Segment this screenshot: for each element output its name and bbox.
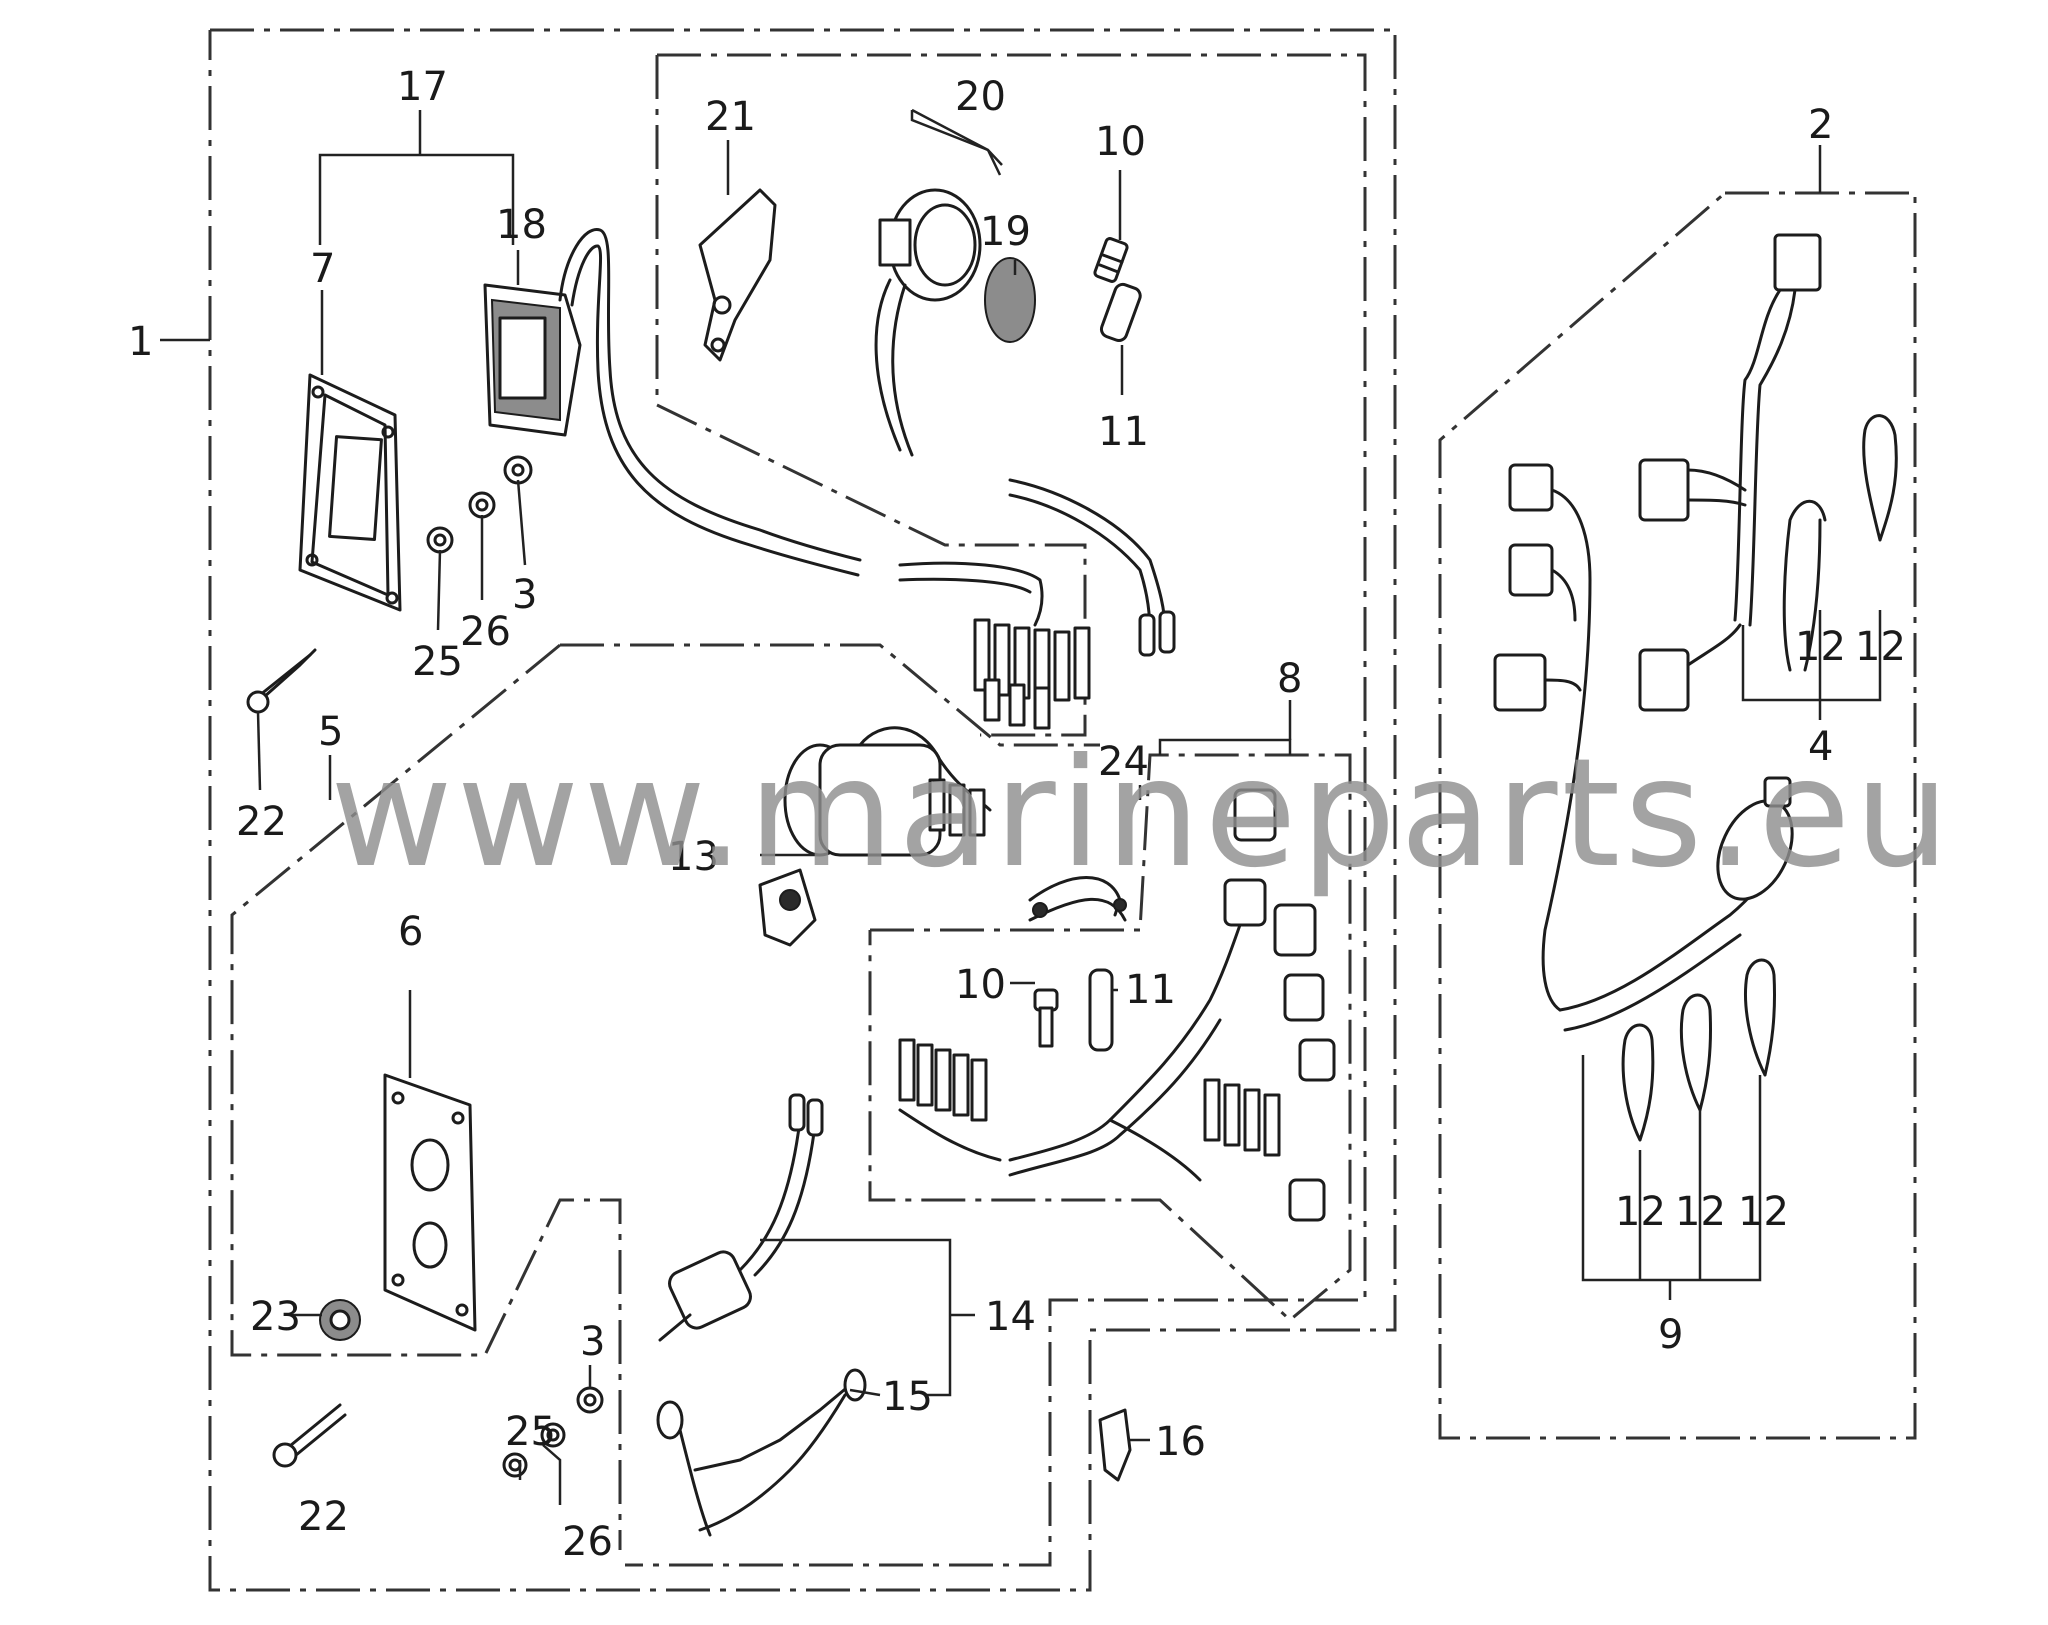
ignition-switch-13 [758, 726, 992, 947]
label-25-bottom: 25 [505, 1409, 556, 1455]
lens-19 [984, 257, 1036, 343]
label-10-mid: 10 [955, 962, 1006, 1008]
label-5: 5 [318, 709, 343, 755]
plate-6 [383, 1073, 477, 1332]
frame-switch-box [655, 55, 1087, 737]
wire-bundle-17 [898, 478, 1176, 730]
frame-subassembly-5 [560, 643, 1100, 747]
label-24: 24 [1098, 739, 1149, 785]
sleeve-11-mid [1088, 968, 1114, 1052]
screw-22-bottom [272, 1403, 347, 1468]
nuts-lower [502, 1386, 604, 1478]
label-12-b: 12 [1855, 624, 1906, 670]
bolt-10-mid [1033, 988, 1059, 1048]
label-23: 23 [250, 1294, 301, 1340]
frame-subassembly-17 [625, 53, 1367, 1567]
frame-plate-6 [230, 643, 622, 1550]
lanyard-15 [656, 1368, 867, 1537]
harness-9 [1493, 463, 1794, 1032]
label-8: 8 [1277, 656, 1302, 702]
frame-assembly-2 [1438, 191, 1917, 1440]
clamp-24 [1028, 876, 1127, 922]
label-22-bottom: 22 [298, 1494, 349, 1540]
label-7: 7 [310, 246, 335, 292]
harness-4 [1638, 233, 1822, 712]
label-12-d: 12 [1675, 1189, 1726, 1235]
part-drawings [246, 188, 1898, 1537]
label-26-bottom: 26 [562, 1519, 613, 1565]
label-11-mid: 11 [1125, 967, 1176, 1013]
label-12-c: 12 [1615, 1189, 1666, 1235]
connector-harness-8 [898, 788, 1336, 1222]
switch-18 [483, 228, 862, 577]
part-labels: 1 17 18 7 21 20 19 10 11 3 26 25 5 22 8 … [128, 64, 1906, 1565]
label-18: 18 [496, 202, 547, 248]
meter-20 [874, 188, 1036, 457]
watermark: www.marineparts.eu [330, 727, 1954, 901]
clip-16 [1098, 1408, 1132, 1482]
bracket-21 [698, 188, 777, 362]
label-26-top: 26 [460, 609, 511, 655]
label-3-bottom: 3 [580, 1319, 605, 1365]
gasket-plate-7 [298, 373, 402, 612]
label-20: 20 [955, 74, 1006, 120]
label-13: 13 [668, 834, 719, 880]
nuts-upper [426, 455, 533, 554]
sensor-14 [658, 1093, 824, 1342]
label-11-top: 11 [1098, 409, 1149, 455]
nut-23 [319, 1299, 361, 1341]
clips-12 [1621, 414, 1898, 1142]
frames [208, 28, 1917, 1592]
screw-22-top [246, 648, 317, 714]
label-17: 17 [397, 64, 448, 110]
label-9: 9 [1658, 1312, 1683, 1358]
label-12-e: 12 [1738, 1189, 1789, 1235]
label-1: 1 [128, 319, 153, 365]
label-3-top: 3 [512, 572, 537, 618]
label-4: 4 [1808, 724, 1833, 770]
label-2: 2 [1808, 102, 1833, 148]
frame-connector-8 [868, 753, 1352, 1322]
label-14: 14 [985, 1294, 1036, 1340]
sleeve-11-top [1099, 282, 1142, 343]
label-22-top: 22 [236, 799, 287, 845]
frame-assembly-1 [208, 28, 1397, 1592]
label-12-a: 12 [1795, 624, 1846, 670]
leader-lines [160, 108, 1882, 1505]
label-10-top: 10 [1095, 119, 1146, 165]
label-21: 21 [705, 94, 756, 140]
label-15: 15 [882, 1374, 933, 1420]
label-6: 6 [398, 909, 423, 955]
label-16: 16 [1155, 1419, 1206, 1465]
label-19: 19 [980, 209, 1031, 255]
bolt-10-top [1093, 237, 1129, 283]
label-25-top: 25 [412, 639, 463, 685]
